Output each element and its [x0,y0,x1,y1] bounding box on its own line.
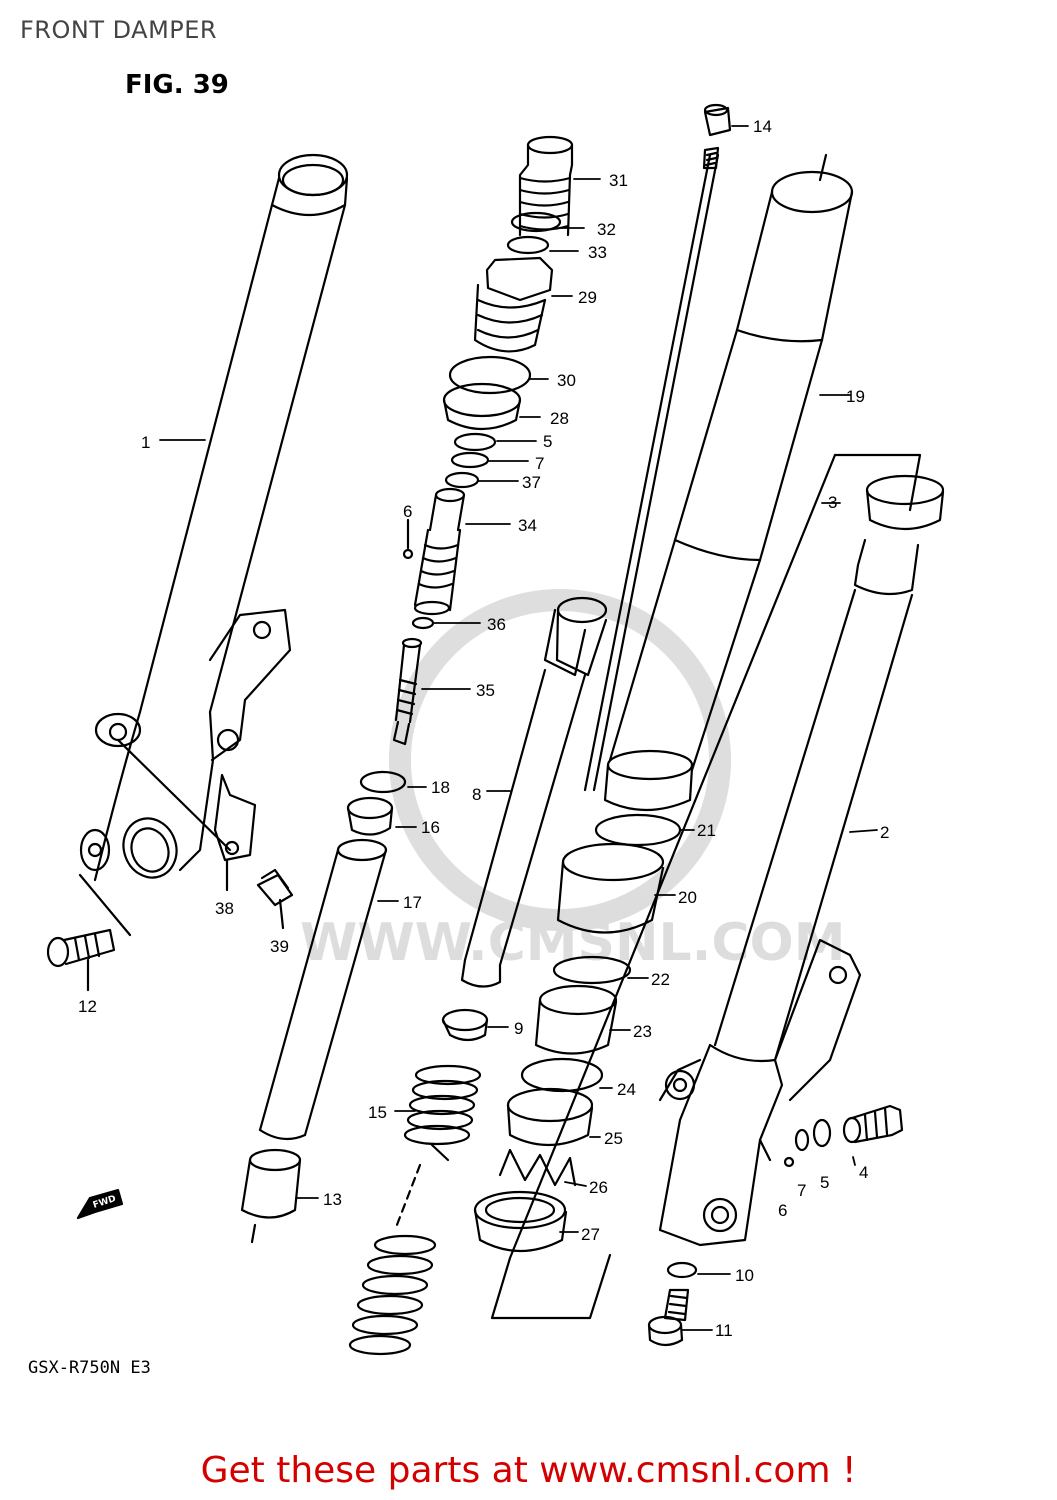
left-outer-tube [78,153,349,937]
seat-16 [346,796,394,836]
callout-38: 38 [215,899,234,918]
bracket-38 [213,773,257,892]
callout-14: 14 [753,117,772,136]
bushing-28 [442,382,522,430]
callout-20: 20 [678,888,697,907]
callout-10: 10 [735,1266,754,1285]
pin-6-left [402,548,414,560]
dust-seal-9 [441,1008,489,1032]
callout-26: 26 [589,1178,608,1197]
callout-35: 35 [476,681,495,700]
callout-27: 27 [581,1225,600,1244]
callout-19: 19 [846,387,865,406]
nut-29 [473,256,554,353]
ring-33 [506,235,550,255]
clip-26 [498,1148,577,1187]
oring-21 [594,813,682,847]
callout-28: 28 [550,409,569,428]
bolt-12 [46,928,116,992]
right-inner-tube [713,474,945,1062]
callout-31: 31 [609,171,628,190]
leader-lines [159,125,878,1331]
valve-35 [392,637,423,746]
callout-3: 3 [828,493,837,512]
callout-17: 17 [403,893,422,912]
bush-23 [534,984,618,1055]
washer-5-right [812,1118,832,1148]
right-outer-tube [603,153,854,812]
right-lower-leg [658,938,862,1247]
callout-11: 11 [715,1321,733,1340]
callout-7-center: 7 [535,454,544,473]
callout-5-right: 5 [820,1173,829,1192]
callout-29: 29 [578,288,597,307]
callout-34: 34 [518,516,537,535]
washer-18 [359,770,407,794]
model-code: GSX-R750N E3 [28,1358,151,1378]
pin-6-right [783,1156,795,1168]
callout-2: 2 [880,823,889,842]
callout-15: 15 [368,1103,387,1122]
clip-22 [552,955,632,985]
washer-24 [520,1057,604,1093]
left-inner-tube [240,838,388,1244]
callout-8: 8 [472,785,481,804]
spring-15 [403,1064,482,1162]
callout-16: 16 [421,818,440,837]
callout-36: 36 [487,615,506,634]
callout-24: 24 [617,1080,636,1099]
callout-21: 21 [697,821,716,840]
page-title: FRONT DAMPER [20,16,218,44]
oring-32 [510,211,562,233]
nut-14 [703,103,732,137]
callout-22: 22 [651,970,670,989]
callout-39: 39 [270,937,289,956]
bush-20 [556,842,665,934]
ring-37 [444,471,480,489]
callout-4: 4 [859,1163,868,1182]
ring-30 [448,355,532,395]
callout-6-left: 6 [403,502,412,521]
cap-31 [518,135,574,237]
callout-32: 32 [597,220,616,239]
bolt-39 [256,868,294,930]
callout-37: 37 [522,473,541,492]
ring-7-right [794,1128,810,1152]
callouts: 1 2 3 4 5 5 6 6 7 7 8 9 10 11 12 13 14 1… [78,117,889,1340]
ring-7-center [450,451,490,469]
callout-23: 23 [633,1022,652,1041]
figure-number: FIG. 39 [125,70,229,100]
fwd-arrow-icon: FWD [76,1188,124,1220]
rod-34 [413,487,466,616]
washer-5-center [453,432,497,452]
callout-6-right: 6 [778,1201,787,1220]
callout-12: 12 [78,997,97,1016]
callout-25: 25 [604,1129,623,1148]
adjuster-4 [842,1104,904,1144]
damper-rod-8 [460,146,720,988]
watermark: WWW.CMSNL.COM [300,589,845,973]
callout-13: 13 [323,1190,342,1209]
callout-30: 30 [557,371,576,390]
callout-5-center: 5 [543,432,552,451]
shop-link[interactable]: Get these parts at www.cmsnl.com ! [200,1450,857,1491]
callout-9: 9 [514,1019,523,1038]
dust-seal-27 [473,1190,568,1253]
bolt-11 [647,1288,690,1347]
washer-10 [666,1261,698,1279]
watermark-text: WWW.CMSNL.COM [300,913,845,973]
callout-1: 1 [141,433,150,452]
callout-33: 33 [588,243,607,262]
callout-7-right: 7 [797,1181,806,1200]
callout-18: 18 [431,778,450,797]
spring-lower [348,1234,437,1356]
oring-36 [411,616,435,630]
seal-25 [506,1087,594,1147]
